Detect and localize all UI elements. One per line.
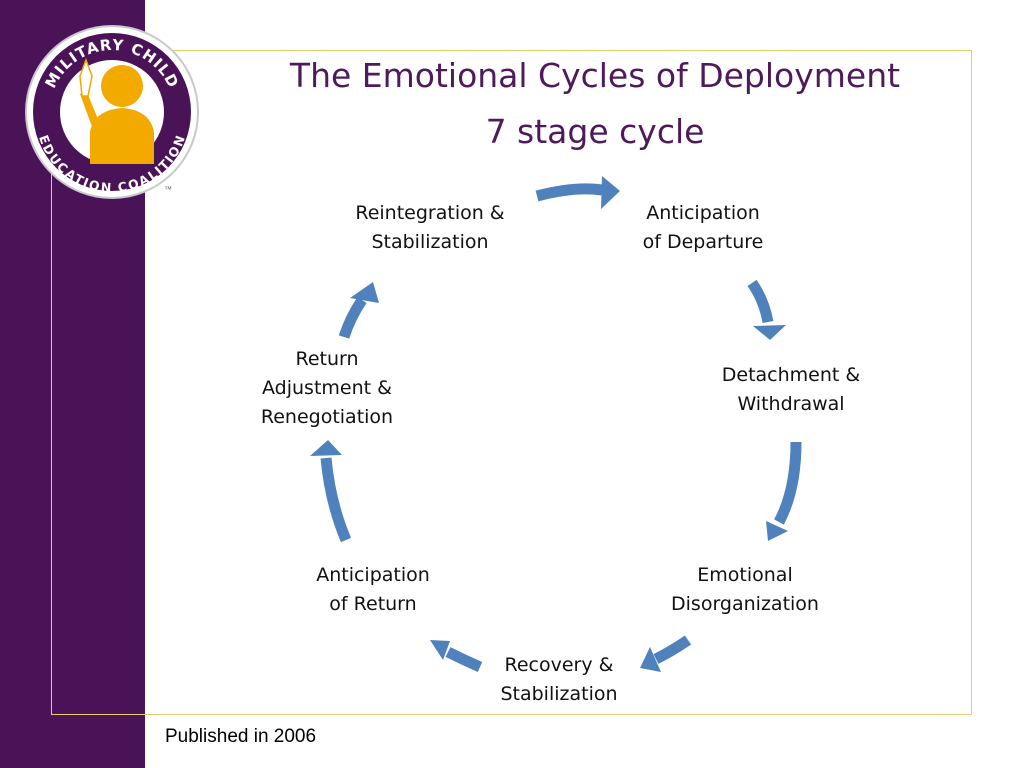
stage-label-line: Detachment & xyxy=(721,364,861,386)
logo-torch-icon xyxy=(79,57,93,97)
stage-label-line: Adjustment & xyxy=(262,377,392,399)
stage-label-line: Reintegration & xyxy=(355,202,505,224)
stage-anticipation-of-return: Anticipation of Return xyxy=(294,561,452,619)
stage-label-line: Emotional xyxy=(697,564,793,586)
page-title: The Emotional Cycles of Deployment xyxy=(289,56,901,95)
stage-reintegration-stabilization: Reintegration & Stabilization xyxy=(336,199,524,257)
stage-label-line: Stabilization xyxy=(500,683,618,705)
stage-label-line: Anticipation xyxy=(316,564,430,586)
arrow-detachment-to-disorganization xyxy=(774,441,802,525)
arrow-anticipation-return-to-adjustment xyxy=(320,457,352,543)
stage-anticipation-of-departure: Anticipation of Departure xyxy=(620,199,786,257)
stage-return-adjustment: Return Adjustment & Renegotiation xyxy=(238,345,416,432)
trademark-symbol: ™ xyxy=(164,185,172,194)
stage-label-line: Disorganization xyxy=(671,593,819,615)
arrow-recovery-to-anticipation-return xyxy=(445,647,483,673)
stage-label-line: Return xyxy=(295,348,359,370)
stage-label-line: Anticipation xyxy=(646,202,760,224)
arrowhead-2 xyxy=(753,325,786,340)
arrowhead-3 xyxy=(766,521,788,541)
arrowhead-7 xyxy=(350,282,379,303)
mcec-logo: MILITARY CHILD EDUCATION COALITION xyxy=(25,25,199,199)
stage-label-line: Renegotiation xyxy=(260,406,394,428)
stage-label-line: of Return xyxy=(329,593,417,615)
content-frame xyxy=(51,50,972,715)
arrowhead-6 xyxy=(310,440,342,456)
stage-recovery-stabilization: Recovery & Stabilization xyxy=(474,651,644,709)
logo-child-figure-icon xyxy=(79,57,154,164)
arrowhead-4 xyxy=(640,647,661,672)
stage-emotional-disorganization: Emotional Disorganization xyxy=(648,561,842,619)
arrow-reintegration-to-departure xyxy=(535,183,603,202)
stage-label-line: Recovery & xyxy=(504,654,614,676)
arrow-departure-to-detachment xyxy=(747,279,774,324)
stage-detachment-withdrawal: Detachment & Withdrawal xyxy=(696,361,886,419)
stage-label-line: Stabilization xyxy=(371,231,489,253)
footnote: Published in 2006 xyxy=(165,726,317,747)
stage-label-line: Withdrawal xyxy=(737,393,845,415)
arrowhead-1 xyxy=(601,176,620,209)
page-subtitle: 7 stage cycle xyxy=(485,112,705,151)
stage-label-line: of Departure xyxy=(642,231,764,253)
arrowhead-5 xyxy=(430,640,450,660)
arrow-disorganization-to-recovery xyxy=(653,635,692,664)
arrow-adjustment-to-reintegration xyxy=(338,296,367,339)
